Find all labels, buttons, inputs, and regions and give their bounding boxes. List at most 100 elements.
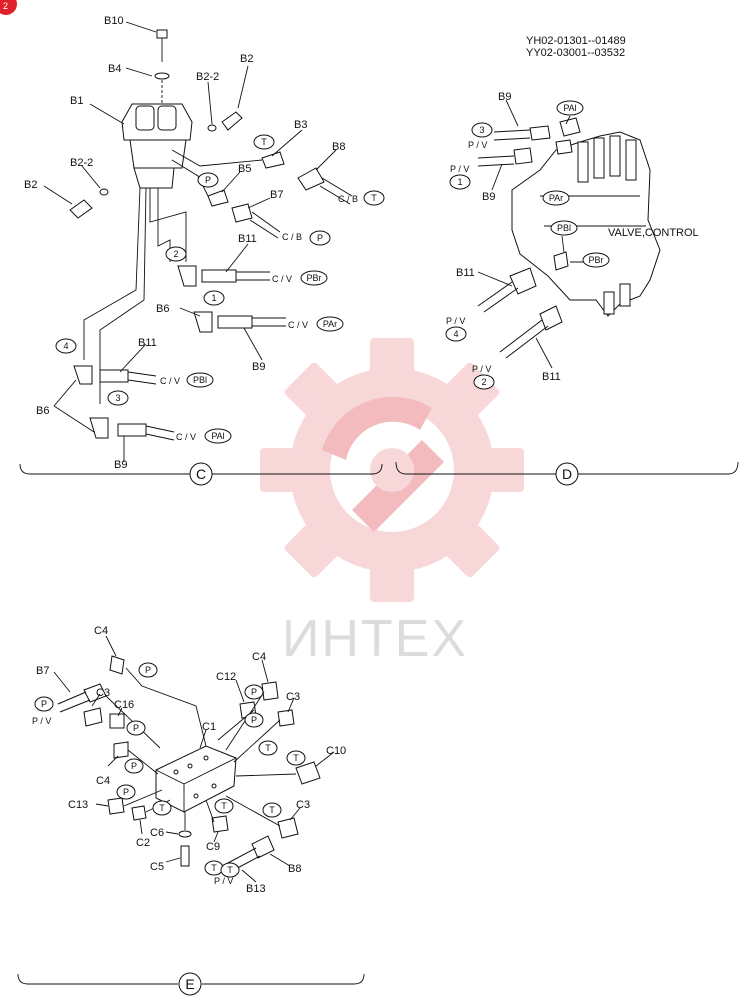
part-label: B1	[70, 95, 83, 107]
part-label: B9	[252, 361, 265, 373]
part-label: B13	[246, 883, 266, 895]
part-label: B11	[138, 337, 157, 349]
part-label: C6	[150, 827, 164, 839]
part-label: C16	[114, 699, 134, 711]
part-label: C10	[326, 745, 346, 757]
port-tag: PBr	[306, 273, 321, 283]
serial-range-1: YH02-01301--01489	[526, 35, 626, 47]
port-tag: P	[131, 761, 137, 771]
part-label: B2-2	[196, 71, 219, 83]
watermark-logo: ИНТЕХ	[260, 338, 524, 668]
line-label: P / V	[214, 876, 233, 886]
line-label: P / V	[472, 364, 491, 374]
port-tag: PBr	[588, 255, 603, 265]
part-label: B9	[114, 459, 127, 471]
port-tag: T	[371, 193, 377, 203]
port-tag: P	[251, 715, 257, 725]
diagram-c-port-tags: T T P P PBr PAr PBl PAl 2 1 4 3	[55, 134, 385, 444]
line-label: C / V	[272, 274, 292, 284]
port-tag: T	[269, 805, 275, 815]
part-label: B6	[156, 303, 169, 315]
section-e-bracket-right	[202, 973, 365, 985]
part-label: B2	[24, 179, 37, 191]
section-d-marker	[555, 462, 579, 486]
part-label: C4	[94, 625, 108, 637]
diagram-d-labels: B9 P / V P / V B9 VALVE,CONTROL B11 P / …	[446, 91, 699, 383]
line-label: P / V	[32, 716, 51, 726]
port-tag: T	[261, 137, 267, 147]
port-tag: PAr	[549, 193, 563, 203]
section-d-label: D	[562, 466, 572, 482]
part-label: B11	[542, 371, 561, 383]
port-tag: P	[145, 665, 151, 675]
part-label: B8	[288, 863, 301, 875]
section-d-bracket-left	[395, 461, 556, 475]
diagram-d-artwork	[477, 99, 661, 369]
line-label: C / V	[160, 376, 180, 386]
port-tag: P	[205, 175, 211, 185]
section-e-label: E	[185, 976, 194, 992]
part-label: B7	[36, 665, 49, 677]
port-tag: PAl	[211, 431, 224, 441]
part-label: B5	[238, 163, 251, 175]
port-tag: PBl	[193, 375, 207, 385]
port-tag: T	[221, 801, 227, 811]
port-number: 1	[457, 177, 462, 187]
part-label: C5	[150, 861, 164, 873]
part-label: B9	[482, 191, 495, 203]
part-label: C3	[286, 691, 300, 703]
port-tag: T	[293, 753, 299, 763]
part-label: C4	[96, 775, 110, 787]
part-label: C1	[202, 721, 216, 733]
port-number: 2	[481, 377, 486, 387]
part-label: B2	[240, 53, 253, 65]
part-label: B7	[270, 189, 283, 201]
line-label: P / V	[468, 140, 487, 150]
part-label: B8	[332, 141, 345, 153]
diagram-e-labels: C4 B7 P / V C3 C16 C4 C13 C2 C6 C5 C12 C…	[32, 625, 346, 895]
part-label: C12	[216, 671, 236, 683]
part-label: B11	[238, 233, 257, 245]
part-label: C3	[96, 687, 110, 699]
section-c-marker	[189, 462, 213, 486]
port-number: 1	[211, 293, 216, 303]
line-label: P / V	[446, 316, 465, 326]
port-tag: T	[159, 803, 165, 813]
section-c-label: C	[196, 466, 206, 482]
diagram-c-artwork	[43, 21, 353, 462]
serial-range-2: YY02-03001--03532	[526, 47, 625, 59]
part-label: B10	[104, 15, 124, 27]
port-tag: PBl	[557, 223, 571, 233]
watermark-text: ИНТЕХ	[282, 610, 468, 668]
diagram-c-labels: B10 B4 B2 B2-2 B1 B3 B8 B2-2 B2 B5 B7 B1…	[24, 15, 358, 471]
port-number: 4	[453, 329, 458, 339]
part-label: C3	[296, 799, 310, 811]
port-tag: T	[211, 863, 217, 873]
port-tag: P	[317, 233, 323, 243]
part-label: B2-2	[70, 157, 93, 169]
part-label: C4	[252, 651, 266, 663]
port-number: 2	[173, 249, 178, 259]
corner-badge	[0, 0, 17, 15]
part-label: B6	[36, 405, 49, 417]
line-label: C / V	[176, 432, 196, 442]
port-number: 4	[63, 341, 68, 351]
section-e-marker	[178, 972, 202, 996]
valve-name: VALVE,CONTROL	[608, 227, 699, 239]
part-label: B3	[294, 119, 307, 131]
port-tag: T	[265, 743, 271, 753]
port-tag: P	[123, 787, 129, 797]
port-tag: P	[133, 723, 139, 733]
part-label: B9	[498, 91, 511, 103]
line-label: C / B	[282, 232, 302, 242]
diagram-d-port-tags: PAl PAr PBl PBr 3 1 4 2	[445, 100, 610, 390]
corner-badge-text: 2	[3, 1, 8, 11]
port-tag: P	[41, 699, 47, 709]
part-label: B4	[108, 63, 121, 75]
port-tag: P	[251, 687, 257, 697]
diagram-e-artwork	[53, 635, 335, 883]
port-tag: PAl	[563, 103, 576, 113]
section-e-bracket-left	[17, 973, 178, 985]
diagram-e-port-tags: P P P P P P T T T T T T P T	[34, 662, 306, 878]
